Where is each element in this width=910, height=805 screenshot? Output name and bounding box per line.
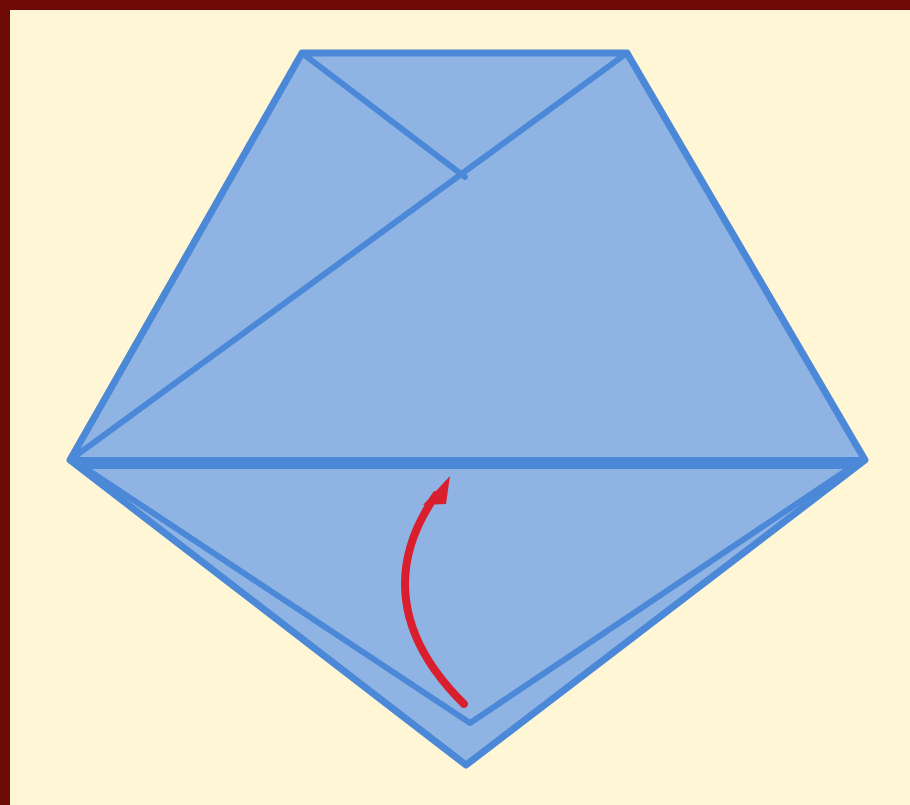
diagram-panel [10, 10, 910, 805]
origami-diagram [10, 10, 910, 805]
